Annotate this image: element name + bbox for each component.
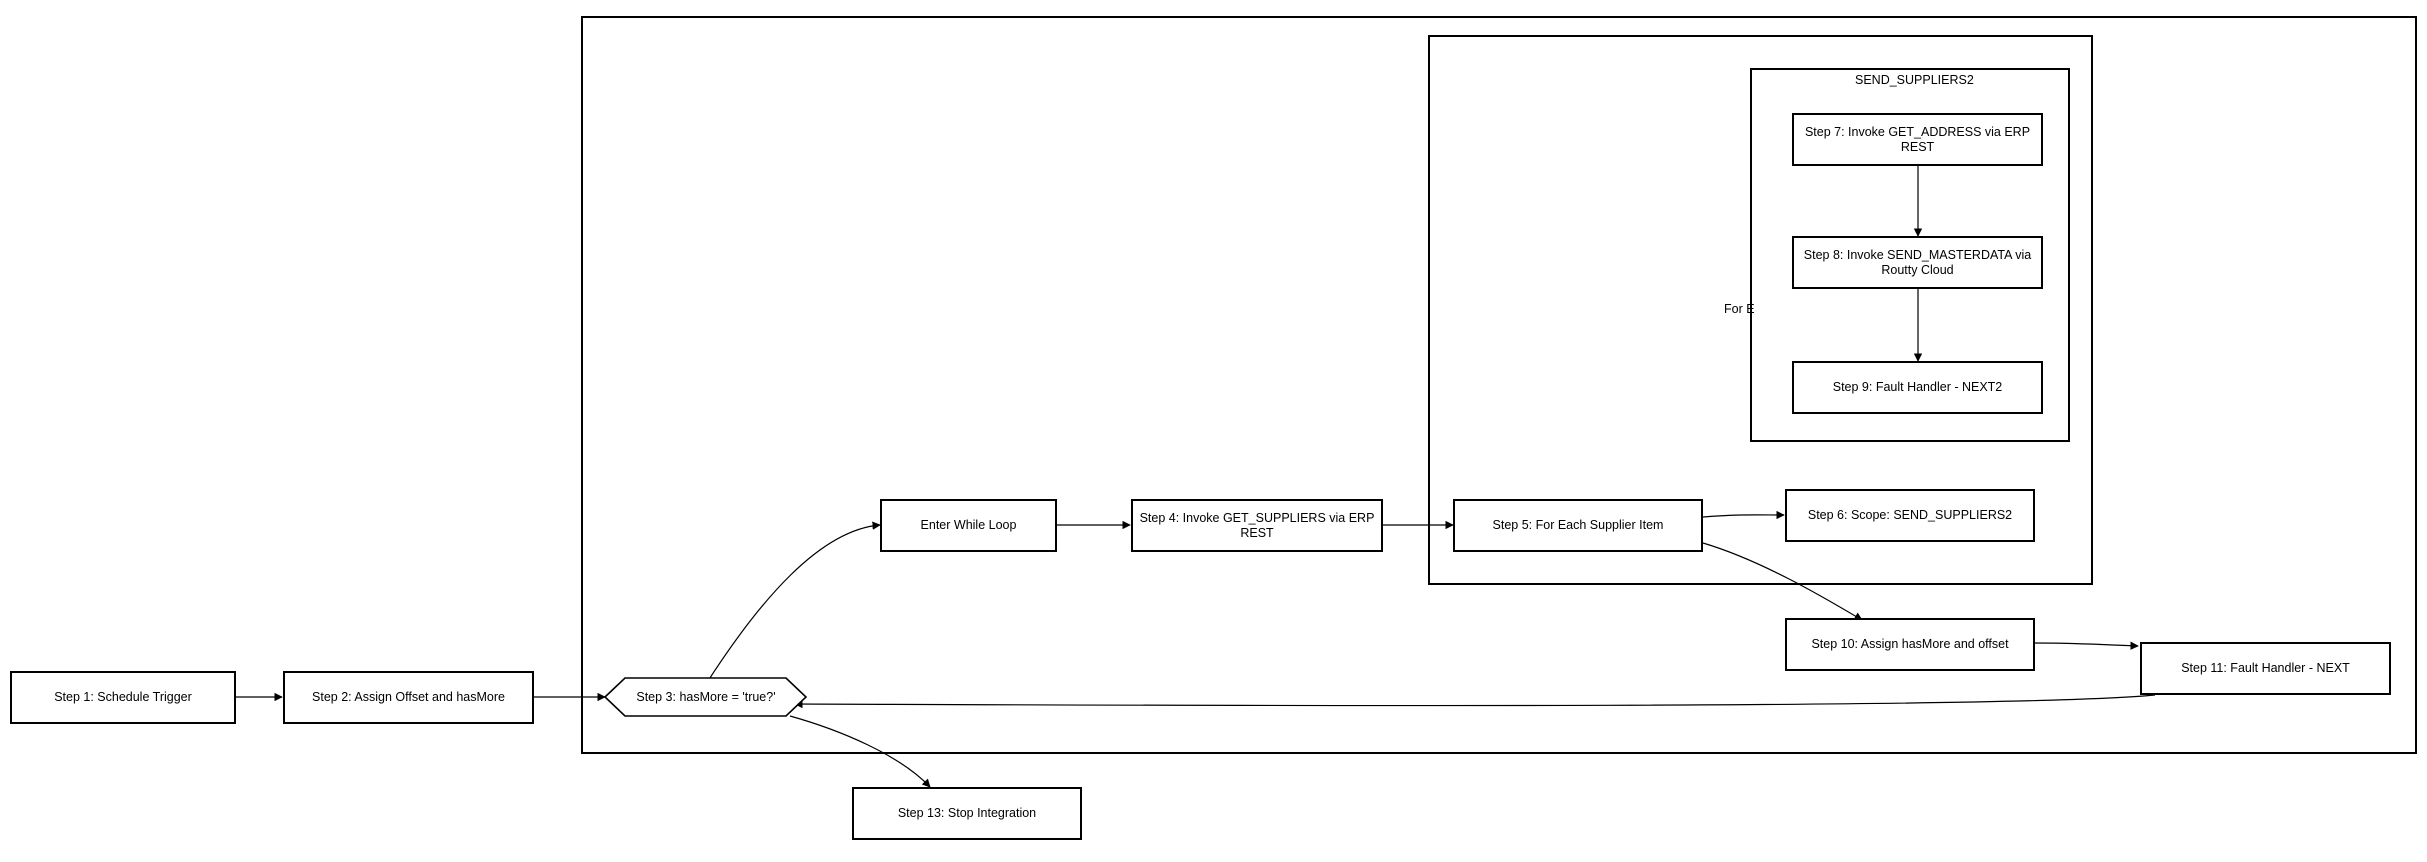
step4-node[interactable]: Step 4: Invoke GET_SUPPLIERS via ERP RES… <box>1131 499 1383 552</box>
step9-node[interactable]: Step 9: Fault Handler - NEXT2 <box>1792 361 2043 414</box>
while-loop-container <box>581 16 2417 754</box>
edge-step3-enterloop <box>705 521 881 685</box>
for-each-label: For E <box>1724 302 1755 316</box>
step7-node[interactable]: Step 7: Invoke GET_ADDRESS via ERP REST <box>1792 113 2043 166</box>
scope-label: SEND_SUPPLIERS2 <box>1855 73 1974 87</box>
step1-node[interactable]: Step 1: Schedule Trigger <box>10 671 236 724</box>
edge-step11-step3 <box>794 694 2156 709</box>
edge-step5-step10 <box>1702 542 1863 621</box>
step10-node[interactable]: Step 10: Assign hasMore and offset <box>1785 618 2035 671</box>
step13-node[interactable]: Step 13: Stop Integration <box>852 787 1082 840</box>
edge-step3-step13 <box>789 715 931 788</box>
step8-node[interactable]: Step 8: Invoke SEND_MASTERDATA via Routt… <box>1792 236 2043 289</box>
step5-node[interactable]: Step 5: For Each Supplier Item <box>1453 499 1703 552</box>
enter-while-loop-node[interactable]: Enter While Loop <box>880 499 1057 552</box>
for-each-container <box>1428 35 2093 585</box>
decision-hexagon <box>603 677 808 717</box>
step6-node[interactable]: Step 6: Scope: SEND_SUPPLIERS2 <box>1785 489 2035 542</box>
edge-step5-step6 <box>1702 510 1785 520</box>
step2-node[interactable]: Step 2: Assign Offset and hasMore <box>283 671 534 724</box>
step3-decision[interactable]: Step 3: hasMore = 'true?' <box>636 690 776 704</box>
step11-node[interactable]: Step 11: Fault Handler - NEXT <box>2140 642 2391 695</box>
scope-container <box>1750 68 2070 442</box>
edge-step10-step11 <box>2034 641 2139 650</box>
